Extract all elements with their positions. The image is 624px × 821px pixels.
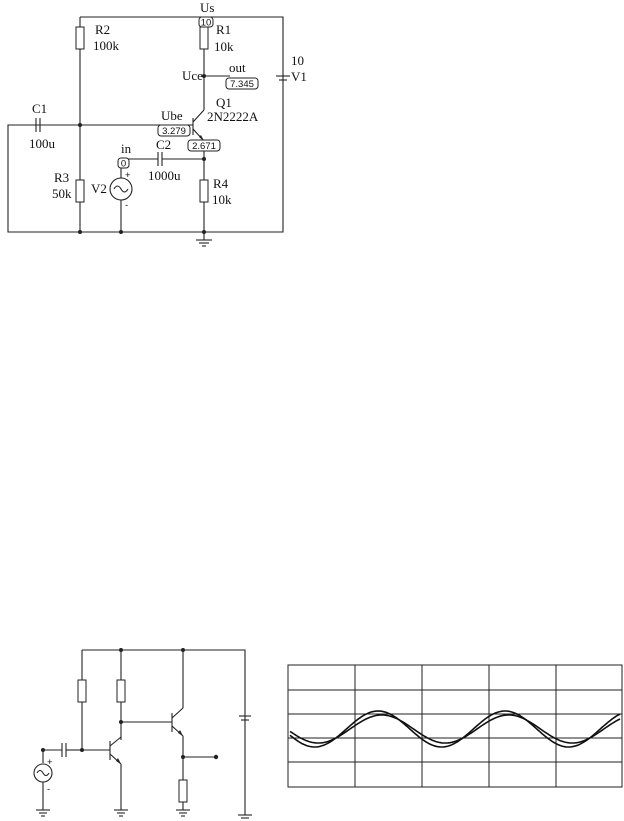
v2-plus: + [125,170,131,181]
r3-name: R3 [54,170,69,185]
probe-out-value: 7.345 [230,79,254,90]
r3-value: 50k [52,186,72,201]
resistor-r4[interactable] [199,179,209,203]
ground-icon [176,809,190,817]
probe-emitter-value: 2.671 [192,141,216,152]
top-circuit-schematic: Us R2 100k C1 100u R3 50k R1 10k 10 Uce … [7,0,307,247]
source-minus: - [47,784,50,795]
v2-name: V2 [91,181,107,196]
probe-ube-value: 3.279 [162,126,186,137]
c2-name: C2 [156,137,171,152]
junction-dot [78,230,82,234]
v1-value: 10 [291,53,304,68]
r4-value: 10k [212,192,232,207]
resistor-r1[interactable] [199,26,209,50]
c1-name: C1 [32,101,47,116]
t1-emitter-arrow [116,758,121,764]
t2-emitter-arrow [178,730,183,736]
c2-value: 1000u [148,168,181,183]
q1-name: Q1 [216,95,232,110]
sine-icon [113,185,129,193]
junction-dot [202,230,206,234]
output-terminal[interactable] [213,754,219,760]
waveform-trace-a [289,710,621,748]
v2-minus: - [125,200,128,211]
junction-dot [78,123,82,127]
ground-icon [36,809,50,817]
resistor-bias-a[interactable] [77,679,87,703]
uce-label: Uce [182,68,203,83]
resistor-emitter[interactable] [178,779,188,803]
ground-icon [114,809,128,817]
junction-dot [119,230,123,234]
probe-in-value: 0 [121,159,126,170]
out-label: out [229,60,246,75]
sine-icon [36,769,50,777]
v1-name: V1 [291,69,307,84]
q1-collector [192,109,205,123]
source-plus: + [47,757,53,768]
waveform-trace-b [289,714,621,744]
probe-emitter [187,139,221,152]
c1-value: 100u [29,136,56,151]
r2-value: 100k [93,38,120,53]
probe-us-value: 10 [201,18,212,29]
r1-name: R1 [216,22,231,37]
probe-ube [157,124,191,137]
probe-out [225,77,259,90]
ube-label: Ube [161,108,183,123]
probe-in [117,157,130,169]
r4-name: R4 [213,176,229,191]
probe-us [198,16,214,28]
ground-icon [238,814,252,819]
q1-model: 2N2222A [207,109,259,124]
scope-frame [287,664,623,788]
bottom-circuit-schematic: + - [33,648,252,819]
resistor-r3[interactable] [75,179,85,203]
r1-value: 10k [214,39,234,54]
in-label: in [121,141,132,156]
r2-name: R2 [95,22,110,37]
resistor-r2[interactable] [75,26,85,50]
supply-node-label: Us [200,0,214,15]
oscilloscope-display [287,664,623,788]
resistor-collector-1[interactable] [116,679,126,703]
